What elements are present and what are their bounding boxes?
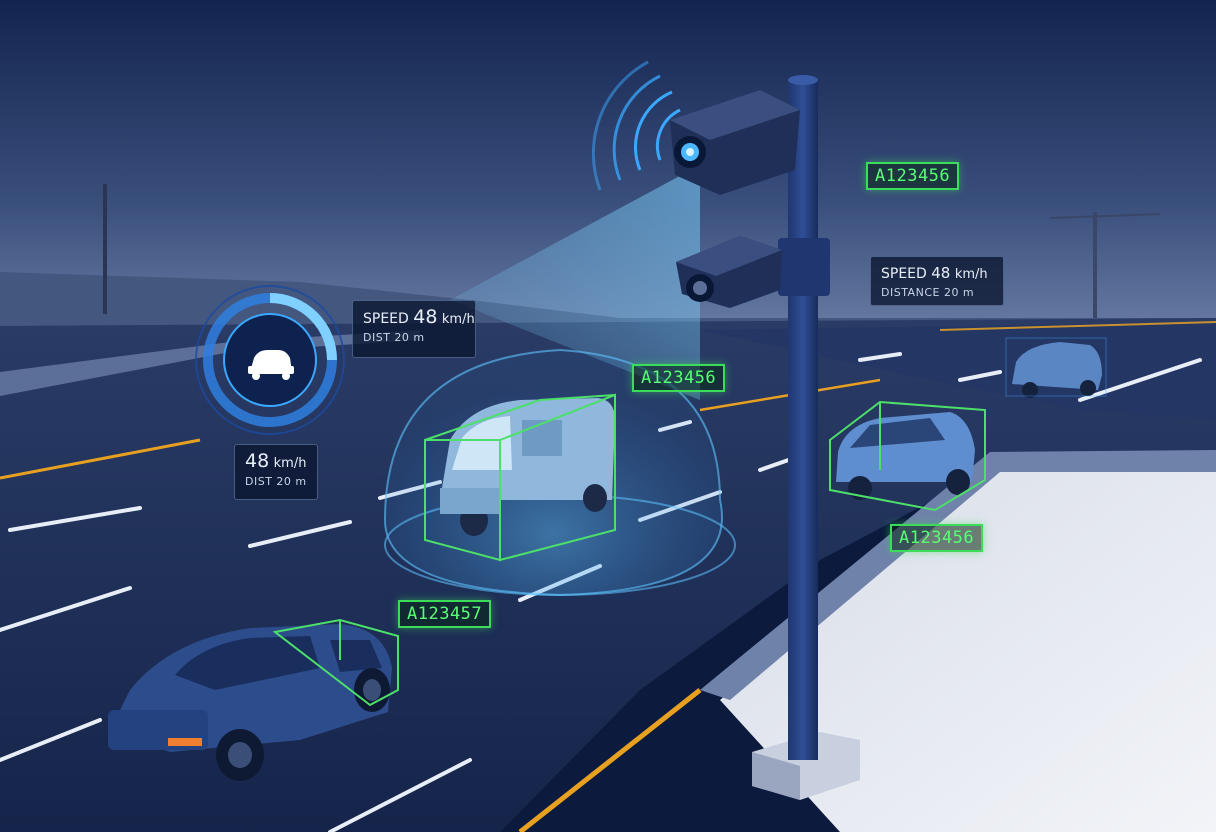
van-bounding-box <box>424 393 616 562</box>
front-car-bounding-box <box>272 618 399 707</box>
speed-panel-small: 48 km/h DIST 20 m <box>234 444 318 500</box>
far-pole-right <box>1093 212 1097 318</box>
speed-label: SPEED <box>363 311 409 327</box>
car-radar-icon <box>195 285 345 435</box>
plate-tag-pole: A123456 <box>866 162 960 190</box>
distance-text: DIST 20 m <box>363 331 425 344</box>
lane-yellow-front <box>518 688 702 832</box>
far-car <box>1012 342 1102 398</box>
traffic-camera-icon <box>670 90 800 308</box>
speed-value: 48 <box>245 450 270 472</box>
plate-tag-front-car: A123457 <box>398 600 492 628</box>
right-car-bounding-box <box>829 400 986 512</box>
van <box>440 398 615 536</box>
speed-panel-right: SPEED 48 km/h DISTANCE 20 m <box>870 256 1004 306</box>
speed-unit: km/h <box>954 267 988 282</box>
plate-tag-van: A123456 <box>632 364 726 392</box>
curb <box>700 450 1216 700</box>
camera-pole <box>752 75 860 800</box>
camera-beam <box>450 165 700 400</box>
speed-value: 48 <box>931 264 951 282</box>
right-car <box>836 412 975 500</box>
speed-panel-left: SPEED 48 km/h DIST 20 m <box>352 300 476 358</box>
speed-unit: km/h <box>273 456 307 471</box>
speed-label: SPEED <box>881 266 927 282</box>
distance-text: DIST 20 m <box>245 475 307 488</box>
speed-value: 48 <box>413 306 438 328</box>
distance-text: DISTANCE 20 m <box>881 286 975 299</box>
front-car <box>108 624 392 781</box>
far-pole-left <box>103 184 107 314</box>
speed-unit: km/h <box>441 312 475 327</box>
lane-yellow-left <box>0 438 201 480</box>
plate-tag-right-car: A123456 <box>890 524 984 552</box>
signal-waves <box>591 60 681 191</box>
